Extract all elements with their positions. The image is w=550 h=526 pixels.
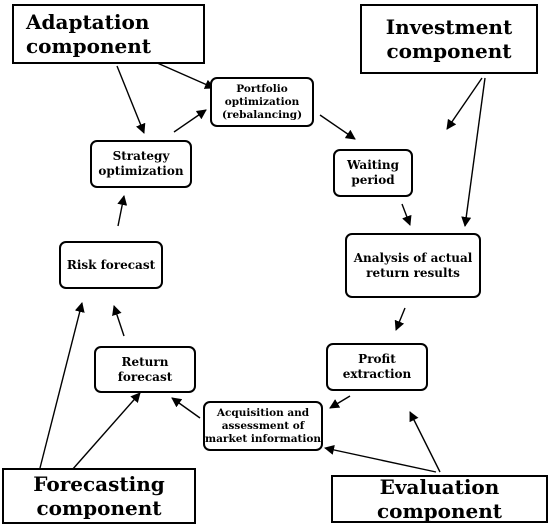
risk-forecast-label: Risk forecast xyxy=(66,257,156,272)
arrow-investment-to-analysis xyxy=(461,77,486,227)
forecasting-component-label: Forecasting component xyxy=(33,472,165,520)
investment-component-box: Investment component xyxy=(360,4,538,74)
forecasting-component-box: Forecasting component xyxy=(2,468,196,524)
analysis-actual-returns-label: Analysis of actual return results xyxy=(353,250,473,280)
arrow-profit-to-acquisition xyxy=(329,395,351,409)
arrow-risk-to-strategy xyxy=(117,195,128,227)
arrow-evaluation-to-acquisition xyxy=(324,445,437,473)
analysis-actual-returns-box: Analysis of actual return results xyxy=(345,233,481,298)
risk-forecast-box: Risk forecast xyxy=(59,241,163,289)
adaptation-component-label: Adaptation component xyxy=(26,10,152,58)
arrow-analysis-to-profit xyxy=(394,307,406,331)
arrow-acquisition-to-return xyxy=(171,397,201,419)
acquisition-market-info-box: Acquisition and assessment of market inf… xyxy=(203,401,323,451)
strategy-optimization-label: Strategy optimization xyxy=(98,149,184,178)
return-forecast-box: Return forecast xyxy=(94,346,196,393)
acquisition-market-info-label: Acquisition and assessment of market inf… xyxy=(205,406,321,445)
arrow-forecasting-to-return xyxy=(71,392,141,471)
adaptation-component-box: Adaptation component xyxy=(12,4,205,64)
strategy-optimization-box: Strategy optimization xyxy=(90,140,192,188)
arrow-waiting-to-analysis xyxy=(401,203,412,226)
portfolio-optimization-label: Portfolio optimization (rebalancing) xyxy=(221,82,303,121)
arrow-adaptation-to-portfolio xyxy=(154,61,215,89)
investment-component-label: Investment component xyxy=(385,15,513,63)
waiting-period-box: Waiting period xyxy=(333,149,413,197)
waiting-period-label: Waiting period xyxy=(347,158,399,187)
arrow-adaptation-to-strategy xyxy=(116,65,146,134)
profit-extraction-box: Profit extraction xyxy=(326,343,428,391)
arrow-return-to-risk xyxy=(112,305,125,337)
arrow-forecasting-to-risk xyxy=(39,302,85,469)
arrow-strategy-to-portfolio xyxy=(173,109,207,133)
profit-extraction-label: Profit extraction xyxy=(342,352,412,381)
arrow-evaluation-to-profit xyxy=(409,411,441,473)
evaluation-component-label: Evaluation component xyxy=(376,475,503,523)
return-forecast-label: Return forecast xyxy=(117,354,173,384)
evaluation-component-box: Evaluation component xyxy=(331,475,548,523)
arrow-portfolio-to-waiting xyxy=(319,114,356,140)
arrow-investment-to-waiting xyxy=(446,77,483,130)
portfolio-optimization-box: Portfolio optimization (rebalancing) xyxy=(210,77,314,127)
